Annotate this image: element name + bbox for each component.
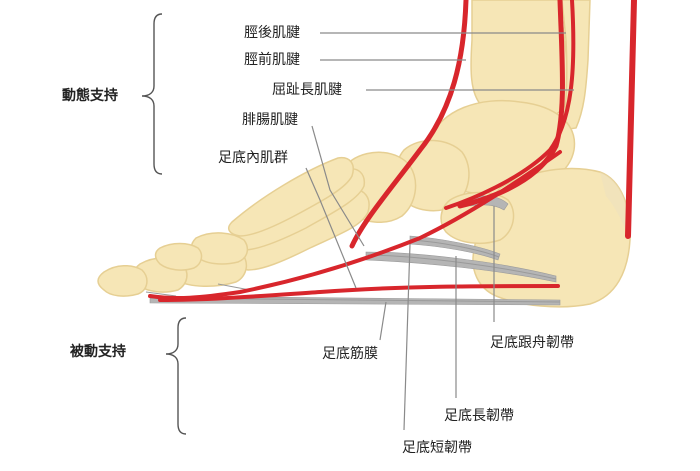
heel-shadow [600,172,631,240]
label-tibialis-anterior: 脛前肌腱 [244,52,300,68]
tendon-flexor-digitorum-longus [444,0,576,210]
toe-phalanx-3 [97,265,148,297]
label-short-plantar-ligament: 足底短韌帶 [402,440,472,456]
long-plantar-ligament-band [365,251,557,283]
brackets [141,13,187,435]
tendon-tibialis-anterior [349,0,469,249]
tendon-plantar-muscles [158,284,560,302]
leader-lines [305,32,574,431]
dynamic-support-label: 動態支持 [62,88,118,104]
tendon-peroneus [625,0,637,239]
metatarsal-3 [227,156,354,237]
ligament-fibers [145,239,561,303]
label-tibialis-posterior: 脛後肌腱 [244,25,300,41]
toe-phalanx-5 [154,242,203,271]
tendon-flexor-hallucis [148,150,562,301]
leader-peroneus [311,125,365,247]
leader-intrinsic-muscles [305,167,357,289]
label-long-plantar-ligament: 足底長韌帶 [444,408,514,424]
label-plantar-fascia: 足底筋膜 [322,346,378,362]
passive-bracket [165,317,187,435]
passive-support-label: 被動支持 [70,344,126,360]
label-flexor-digitorum-longus: 屈趾長肌腱 [272,82,342,98]
metatarsal-bones [227,156,370,271]
phalanx-bones [97,232,249,297]
tendons [148,0,637,302]
label-intrinsic-muscles: 足底內肌群 [218,150,288,166]
leader-short-plantar-ligament [403,243,411,431]
label-peroneus: 腓腸肌腱 [242,112,298,128]
leader-plantar-fascia [379,301,387,341]
dynamic-bracket [141,13,163,175]
label-spring-ligament: 足底跟舟韌帶 [490,335,574,351]
